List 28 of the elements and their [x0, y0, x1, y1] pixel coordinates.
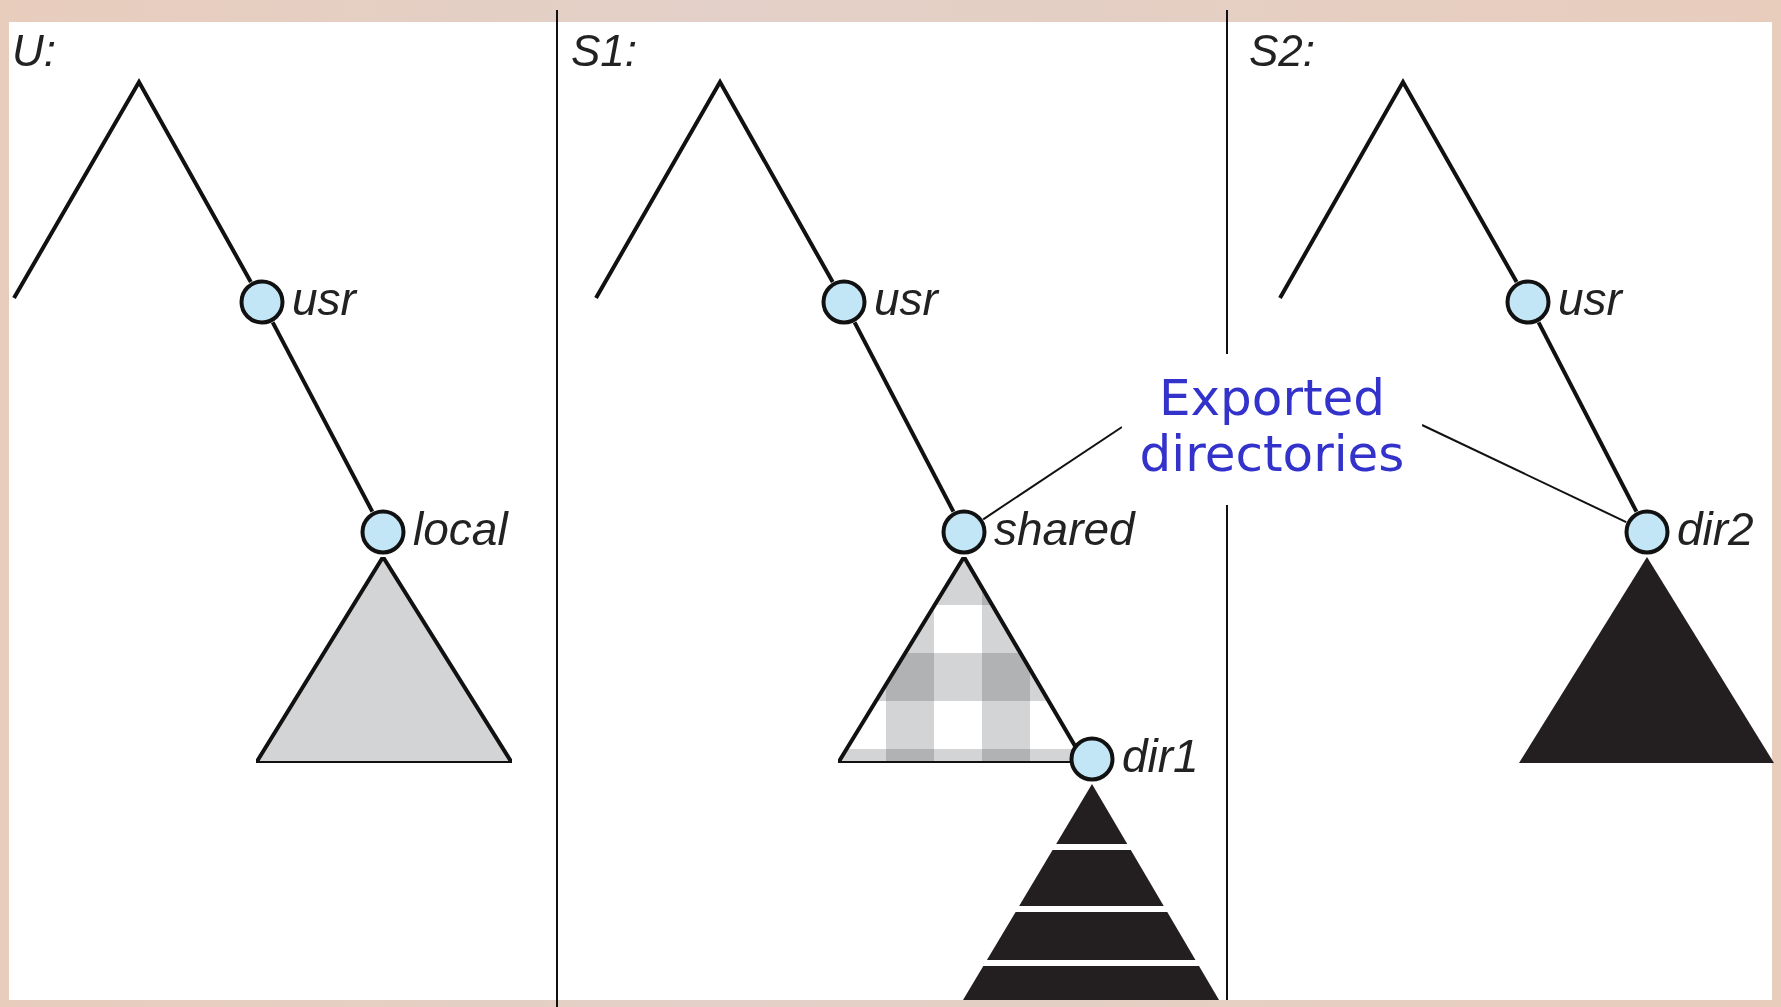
directory-node-circle — [1505, 279, 1551, 325]
tree-branch-line — [270, 321, 375, 513]
directory-name: dir1 — [1122, 733, 1199, 779]
subtree-triangle — [963, 784, 1219, 1000]
panel-heading: S2: — [1249, 26, 1316, 76]
leader-line — [982, 426, 1123, 521]
directory-name: shared — [994, 506, 1135, 552]
tree-branch-line — [1278, 77, 1519, 299]
directory-node-circle — [941, 509, 987, 555]
directory-name: local — [413, 506, 508, 552]
directory-node-circle — [821, 279, 867, 325]
directory-node-circle — [1624, 509, 1670, 555]
subtree-triangle — [1519, 557, 1774, 763]
directory-node-circle — [239, 279, 285, 325]
panel-heading: S1: — [571, 26, 638, 76]
directory-node-circle — [360, 509, 406, 555]
tree-branch-line — [12, 77, 253, 299]
directory-name: usr — [874, 276, 938, 322]
directory-name: usr — [1558, 276, 1622, 322]
directory-name: dir2 — [1677, 506, 1754, 552]
subtree-triangle — [256, 557, 512, 763]
panel-heading: U: — [12, 26, 56, 76]
tree-branch-line — [1536, 321, 1639, 513]
tree-branch-line — [852, 321, 956, 513]
directory-name: usr — [292, 276, 356, 322]
directory-node-circle — [1069, 736, 1115, 782]
tree-branch-line — [594, 77, 835, 299]
leader-line — [1421, 424, 1628, 524]
